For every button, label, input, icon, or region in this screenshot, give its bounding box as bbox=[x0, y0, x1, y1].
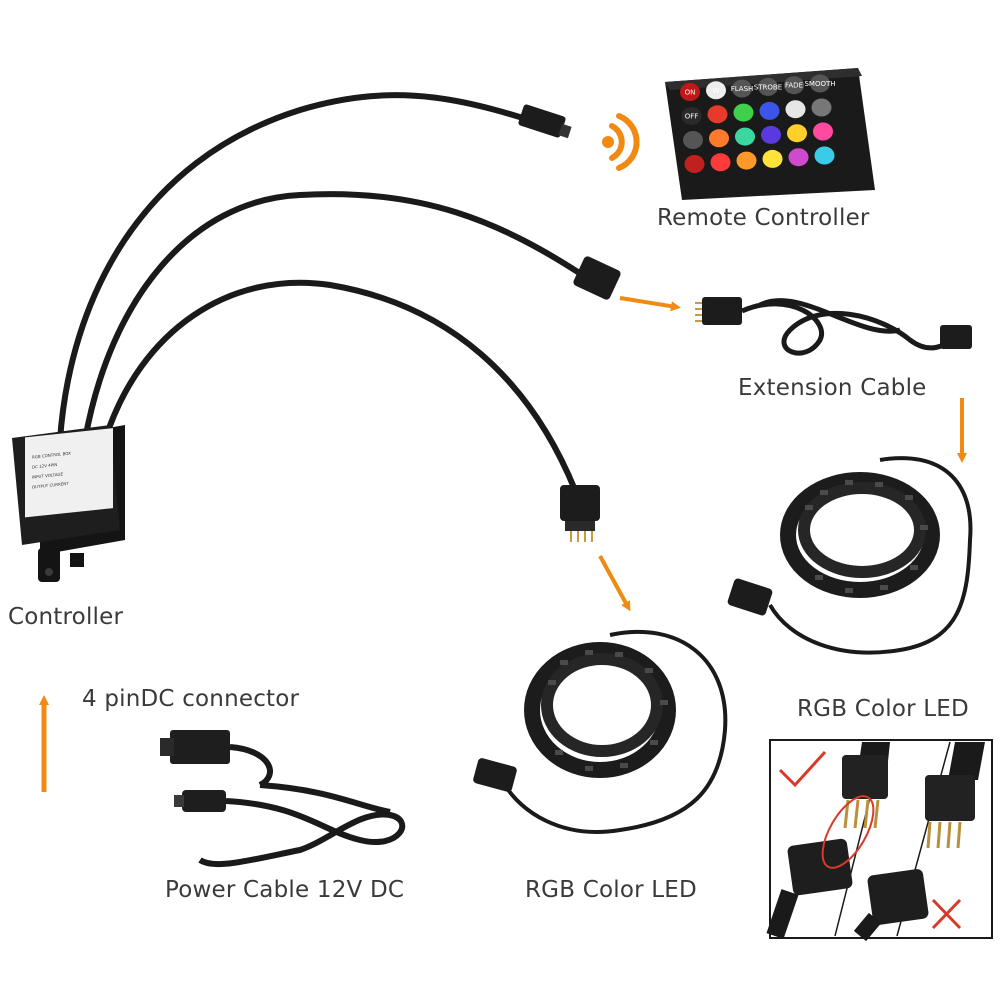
remote-key bbox=[810, 74, 830, 93]
rgb-led-strip-right bbox=[727, 456, 973, 655]
check-icon bbox=[778, 750, 827, 788]
label-remote-controller: Remote Controller bbox=[657, 205, 870, 231]
remote-key bbox=[785, 100, 806, 119]
remote-key bbox=[762, 149, 783, 168]
remote-key bbox=[707, 105, 728, 124]
remote-key bbox=[814, 146, 835, 165]
controller-box: RGB CONTROL BOX DC 12V 4PIN INPUT VOLTAG… bbox=[12, 425, 125, 582]
4pin-plug bbox=[518, 104, 572, 139]
label-4pin-connector: 4 pinDC connector bbox=[82, 686, 300, 712]
remote-key bbox=[710, 153, 731, 172]
svg-text:DC 12V 4PIN: DC 12V 4PIN bbox=[32, 462, 57, 470]
extension-cable bbox=[695, 297, 972, 356]
remote-key-label: ON bbox=[685, 89, 696, 97]
remote-key bbox=[787, 124, 807, 143]
remote-key bbox=[735, 127, 755, 146]
remote-key-label: FADE bbox=[785, 82, 803, 90]
remote-key bbox=[733, 103, 754, 122]
remote-key-label: FLASH bbox=[731, 85, 754, 93]
remote-key bbox=[758, 77, 778, 96]
label-controller: Controller bbox=[8, 604, 124, 630]
label-rgb-led-center: RGB Color LED bbox=[525, 877, 697, 903]
rgb-led-strip-center bbox=[473, 629, 728, 834]
arrows bbox=[39, 296, 967, 792]
remote-key bbox=[759, 101, 780, 120]
remote-key bbox=[709, 129, 729, 148]
svg-text:OUTPUT CURRENT: OUTPUT CURRENT bbox=[32, 481, 69, 490]
remote-key-label: STROBE bbox=[754, 83, 782, 91]
remote-key bbox=[684, 155, 705, 173]
cable-to-4pin bbox=[57, 92, 563, 443]
cable-to-extension bbox=[82, 191, 593, 443]
connection-orientation-inset bbox=[766, 739, 993, 942]
svg-text:INPUT VOLTAGE: INPUT VOLTAGE bbox=[32, 471, 64, 479]
remote-key bbox=[732, 79, 752, 98]
remote-key bbox=[788, 148, 809, 167]
label-power-cable: Power Cable 12V DC bbox=[165, 877, 405, 903]
cross-icon bbox=[931, 898, 962, 930]
cable-to-led bbox=[102, 279, 578, 493]
extension-plug bbox=[573, 256, 621, 300]
remote-key bbox=[681, 107, 702, 125]
label-rgb-led-right: RGB Color LED bbox=[797, 696, 969, 722]
led-plug bbox=[560, 485, 600, 542]
remote-key bbox=[680, 83, 700, 101]
controller-cables bbox=[57, 92, 593, 493]
remote-key bbox=[761, 125, 781, 144]
remote-key-label: SMOOTH bbox=[804, 80, 835, 88]
svg-text:RGB CONTROL BOX: RGB CONTROL BOX bbox=[32, 451, 71, 460]
arrow-to-center-led bbox=[598, 555, 631, 612]
remote-key bbox=[813, 122, 833, 141]
remote-key-label: W bbox=[713, 87, 720, 95]
remote-key bbox=[784, 76, 804, 95]
remote-key bbox=[811, 98, 832, 117]
power-cable bbox=[160, 730, 406, 868]
arrow-to-extension bbox=[619, 296, 681, 312]
remote-key bbox=[706, 81, 726, 100]
remote-key bbox=[736, 151, 757, 170]
label-extension-cable: Extension Cable bbox=[738, 375, 927, 401]
wireless-signal-icon bbox=[602, 113, 640, 171]
remote-key-label: OFF bbox=[685, 113, 699, 121]
remote-key bbox=[683, 131, 703, 149]
